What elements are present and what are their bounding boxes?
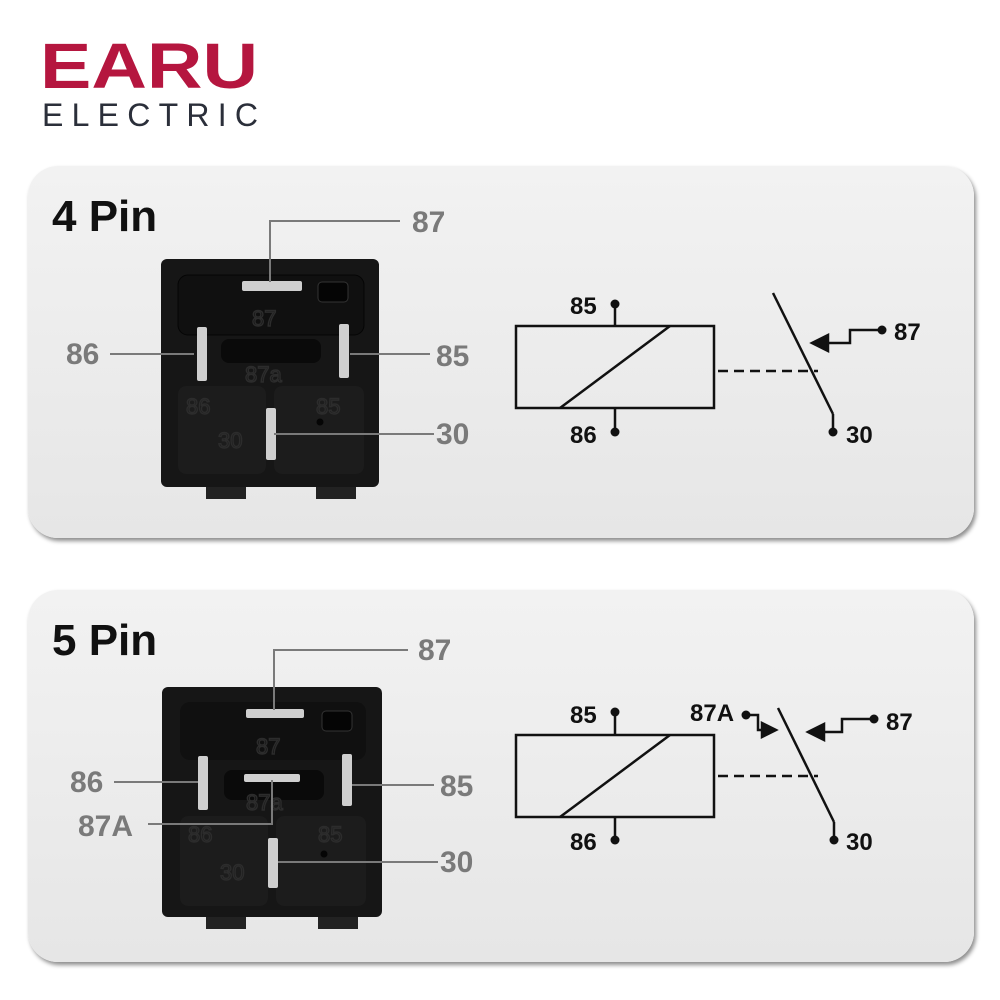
schematic-86-label: 86 xyxy=(570,829,597,856)
schematic-87a-label: 87A xyxy=(690,700,734,727)
embossed-label: 30 xyxy=(220,860,244,885)
relay-schematic xyxy=(514,707,870,840)
schematic-86-label: 86 xyxy=(570,422,597,449)
schematic-87-label: 87 xyxy=(886,709,913,736)
pin-87-label: 87 xyxy=(418,634,451,667)
five-pin-diagram: 87 87a 86 85 30 87 86 85 87A 30 xyxy=(70,634,913,929)
panel-title: 4 Pin xyxy=(52,192,158,241)
embossed-label: 87 xyxy=(256,734,280,759)
pin-30-label: 30 xyxy=(436,418,469,451)
schematic-terminals xyxy=(610,299,887,437)
pin-87a-label: 87A xyxy=(78,810,133,843)
pin-87-label: 87 xyxy=(412,206,445,239)
pin-86-label: 86 xyxy=(66,338,99,371)
pin-86-label: 86 xyxy=(70,766,103,799)
embossed-label: 30 xyxy=(218,428,242,453)
embossed-label: 87a xyxy=(245,362,282,387)
pin-85-label: 85 xyxy=(436,340,469,373)
relay-schematic xyxy=(514,292,878,432)
embossed-label: 86 xyxy=(186,394,210,419)
embossed-label: 86 xyxy=(188,822,212,847)
earu-electric-logo: EARU ELECTRIC xyxy=(40,30,258,133)
callout-lines xyxy=(114,649,438,863)
embossed-label: 85 xyxy=(316,394,340,419)
schematic-terminals xyxy=(610,707,879,845)
four-pin-panel: 4 Pin 87 87a 86 85 30 xyxy=(28,166,974,538)
schematic-87-label: 87 xyxy=(894,319,921,346)
embossed-label: 85 xyxy=(318,822,342,847)
embossed-label: 87 xyxy=(252,306,276,331)
schematic-85-label: 85 xyxy=(570,293,597,320)
brand-name: EARU xyxy=(40,30,258,102)
panel-title: 5 Pin xyxy=(52,616,158,665)
pin-30-label: 30 xyxy=(440,846,473,879)
relay-photo: 87 87a 86 85 30 xyxy=(161,259,379,499)
four-pin-diagram: 87 87a 86 85 30 87 86 85 30 xyxy=(66,206,921,499)
schematic-30-label: 30 xyxy=(846,422,873,449)
callout-lines xyxy=(110,220,434,435)
brand-tagline: ELECTRIC xyxy=(42,97,258,133)
embossed-label: 87a xyxy=(246,790,283,815)
schematic-85-label: 85 xyxy=(570,702,597,729)
five-pin-panel: 5 Pin 87 87a 86 85 30 xyxy=(28,590,974,962)
pin-85-label: 85 xyxy=(440,770,473,803)
schematic-30-label: 30 xyxy=(846,829,873,856)
